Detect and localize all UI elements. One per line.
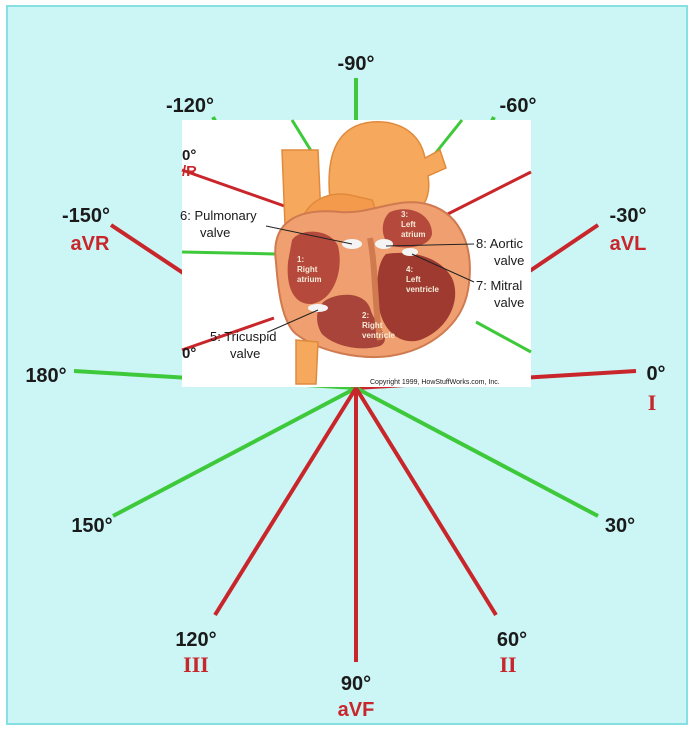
label-right-atrium-2: Right — [297, 265, 318, 274]
label-right-atrium-1: 1: — [297, 255, 304, 264]
label-right-atrium-3: atrium — [297, 275, 321, 284]
angle-label-60: 60° — [497, 629, 527, 651]
angle-label-150: 150° — [71, 515, 112, 537]
label-left-atrium-2: Left — [401, 220, 416, 229]
copyright-text: Copyright 1999, HowStuffWorks.com, Inc. — [370, 379, 500, 386]
axis-line-30 — [356, 388, 598, 516]
label-left-ventricle-3: ventricle — [406, 285, 439, 294]
angle-label-minus-30: -30° — [610, 205, 647, 227]
panel-line-left-mid — [182, 252, 276, 254]
tricuspid-valve-shape — [308, 304, 328, 312]
partial-lead-top: /R — [182, 163, 197, 180]
label-pulmonary-valve-2: valve — [200, 225, 230, 240]
angle-label-30: 30° — [605, 515, 635, 537]
axis-line-120 — [215, 388, 356, 615]
lead-label-iii: III — [183, 652, 209, 677]
lead-label-i: I — [648, 390, 657, 415]
label-pulmonary-valve: 6: Pulmonary — [180, 208, 257, 223]
angle-label-120: 120° — [175, 629, 216, 651]
axis-line-150 — [113, 388, 356, 516]
label-left-ventricle-1: 4: — [406, 265, 413, 274]
label-left-atrium-3: atrium — [401, 230, 425, 239]
label-tricuspid-valve-2: valve — [230, 346, 260, 361]
axis-line-60 — [356, 388, 496, 615]
angle-label-minus-150: -150° — [62, 205, 110, 227]
partial-angle-mid: 0° — [182, 345, 196, 362]
angle-label-minus-120: -120° — [166, 95, 214, 117]
label-tricuspid-valve: 5: Tricuspid — [210, 329, 276, 344]
angle-label-0: 0° — [646, 363, 665, 385]
inferior-vena-cava — [296, 340, 318, 384]
angle-label-180: 180° — [25, 365, 66, 387]
label-right-ventricle-3: ventricle — [362, 331, 395, 340]
label-mitral-valve-2: valve — [494, 295, 524, 310]
lead-label-avl: aVL — [610, 233, 647, 255]
lead-label-ii: II — [499, 652, 516, 677]
label-right-ventricle-2: Right — [362, 321, 383, 330]
label-left-atrium-1: 3: — [401, 210, 408, 219]
label-aortic-valve-2: valve — [494, 253, 524, 268]
lead-label-avr: aVR — [71, 233, 110, 255]
aortic-valve-shape — [375, 239, 393, 249]
angle-label-minus-90: -90° — [338, 53, 375, 75]
label-aortic-valve: 8: Aortic — [476, 236, 523, 251]
label-mitral-valve: 7: Mitral — [476, 278, 522, 293]
lead-label-avf: aVF — [338, 699, 375, 721]
partial-angle-top: 0° — [182, 147, 196, 164]
angle-label-minus-60: -60° — [500, 95, 537, 117]
mitral-valve-shape — [402, 248, 418, 256]
label-left-ventricle-2: Left — [406, 275, 421, 284]
angle-label-90: 90° — [341, 673, 371, 695]
label-right-ventricle-1: 2: — [362, 311, 369, 320]
